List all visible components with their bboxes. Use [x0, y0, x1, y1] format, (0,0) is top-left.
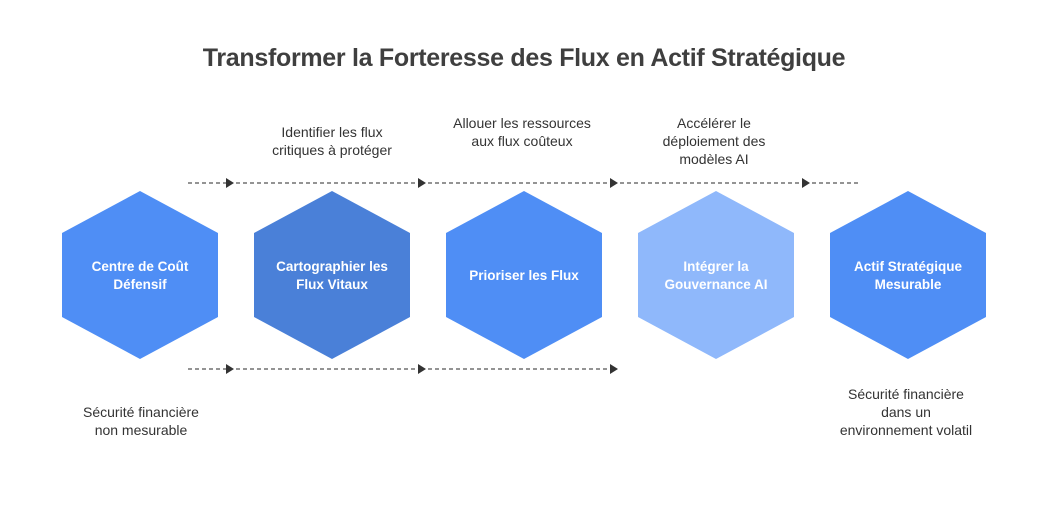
bottom-connector-arrow-icon-2 — [418, 364, 426, 374]
step-hexagon-3 — [446, 191, 602, 359]
top-connector-arrow-icon-3 — [610, 178, 618, 188]
step-1-label-line-1: Centre de Coût — [92, 259, 189, 274]
top-label-3: Accélérer le déploiement des modèles AI — [662, 115, 766, 167]
step-hexagon-2 — [254, 191, 410, 359]
bottom-right-label: Sécurité financière dans un environnemen… — [839, 386, 973, 438]
step-3-label-line-1: Prioriser les Flux — [469, 268, 579, 283]
top-connector-arrow-icon-4 — [802, 178, 810, 188]
diagram-title: Transformer la Forteresse des Flux en Ac… — [202, 44, 846, 72]
step-1-label-line-2: Défensif — [113, 277, 167, 292]
top-connector-arrow-icon-1 — [226, 178, 234, 188]
top-label-2: Allouer les ressources aux flux coûteux — [453, 115, 591, 149]
step-4-label-line-2: Gouvernance AI — [664, 277, 767, 292]
bottom-connector-arrow-icon-3 — [610, 364, 618, 374]
step-hexagon-5 — [830, 191, 986, 359]
top-label-1: Identifier les flux critiques à protéger — [272, 124, 392, 158]
step-5-label-line-2: Mesurable — [875, 277, 942, 292]
step-hexagon-1 — [62, 191, 218, 359]
step-2-label-line-2: Flux Vitaux — [296, 277, 368, 292]
step-2-label-line-1: Cartographier les — [276, 259, 388, 274]
step-5-label-line-1: Actif Stratégique — [854, 259, 963, 274]
step-hexagon-4 — [638, 191, 794, 359]
bottom-connector-arrow-icon-1 — [226, 364, 234, 374]
bottom-left-label: Sécurité financière non mesurable — [83, 404, 199, 438]
step-4-label-line-1: Intégrer la — [683, 259, 749, 274]
top-connector-arrow-icon-2 — [418, 178, 426, 188]
